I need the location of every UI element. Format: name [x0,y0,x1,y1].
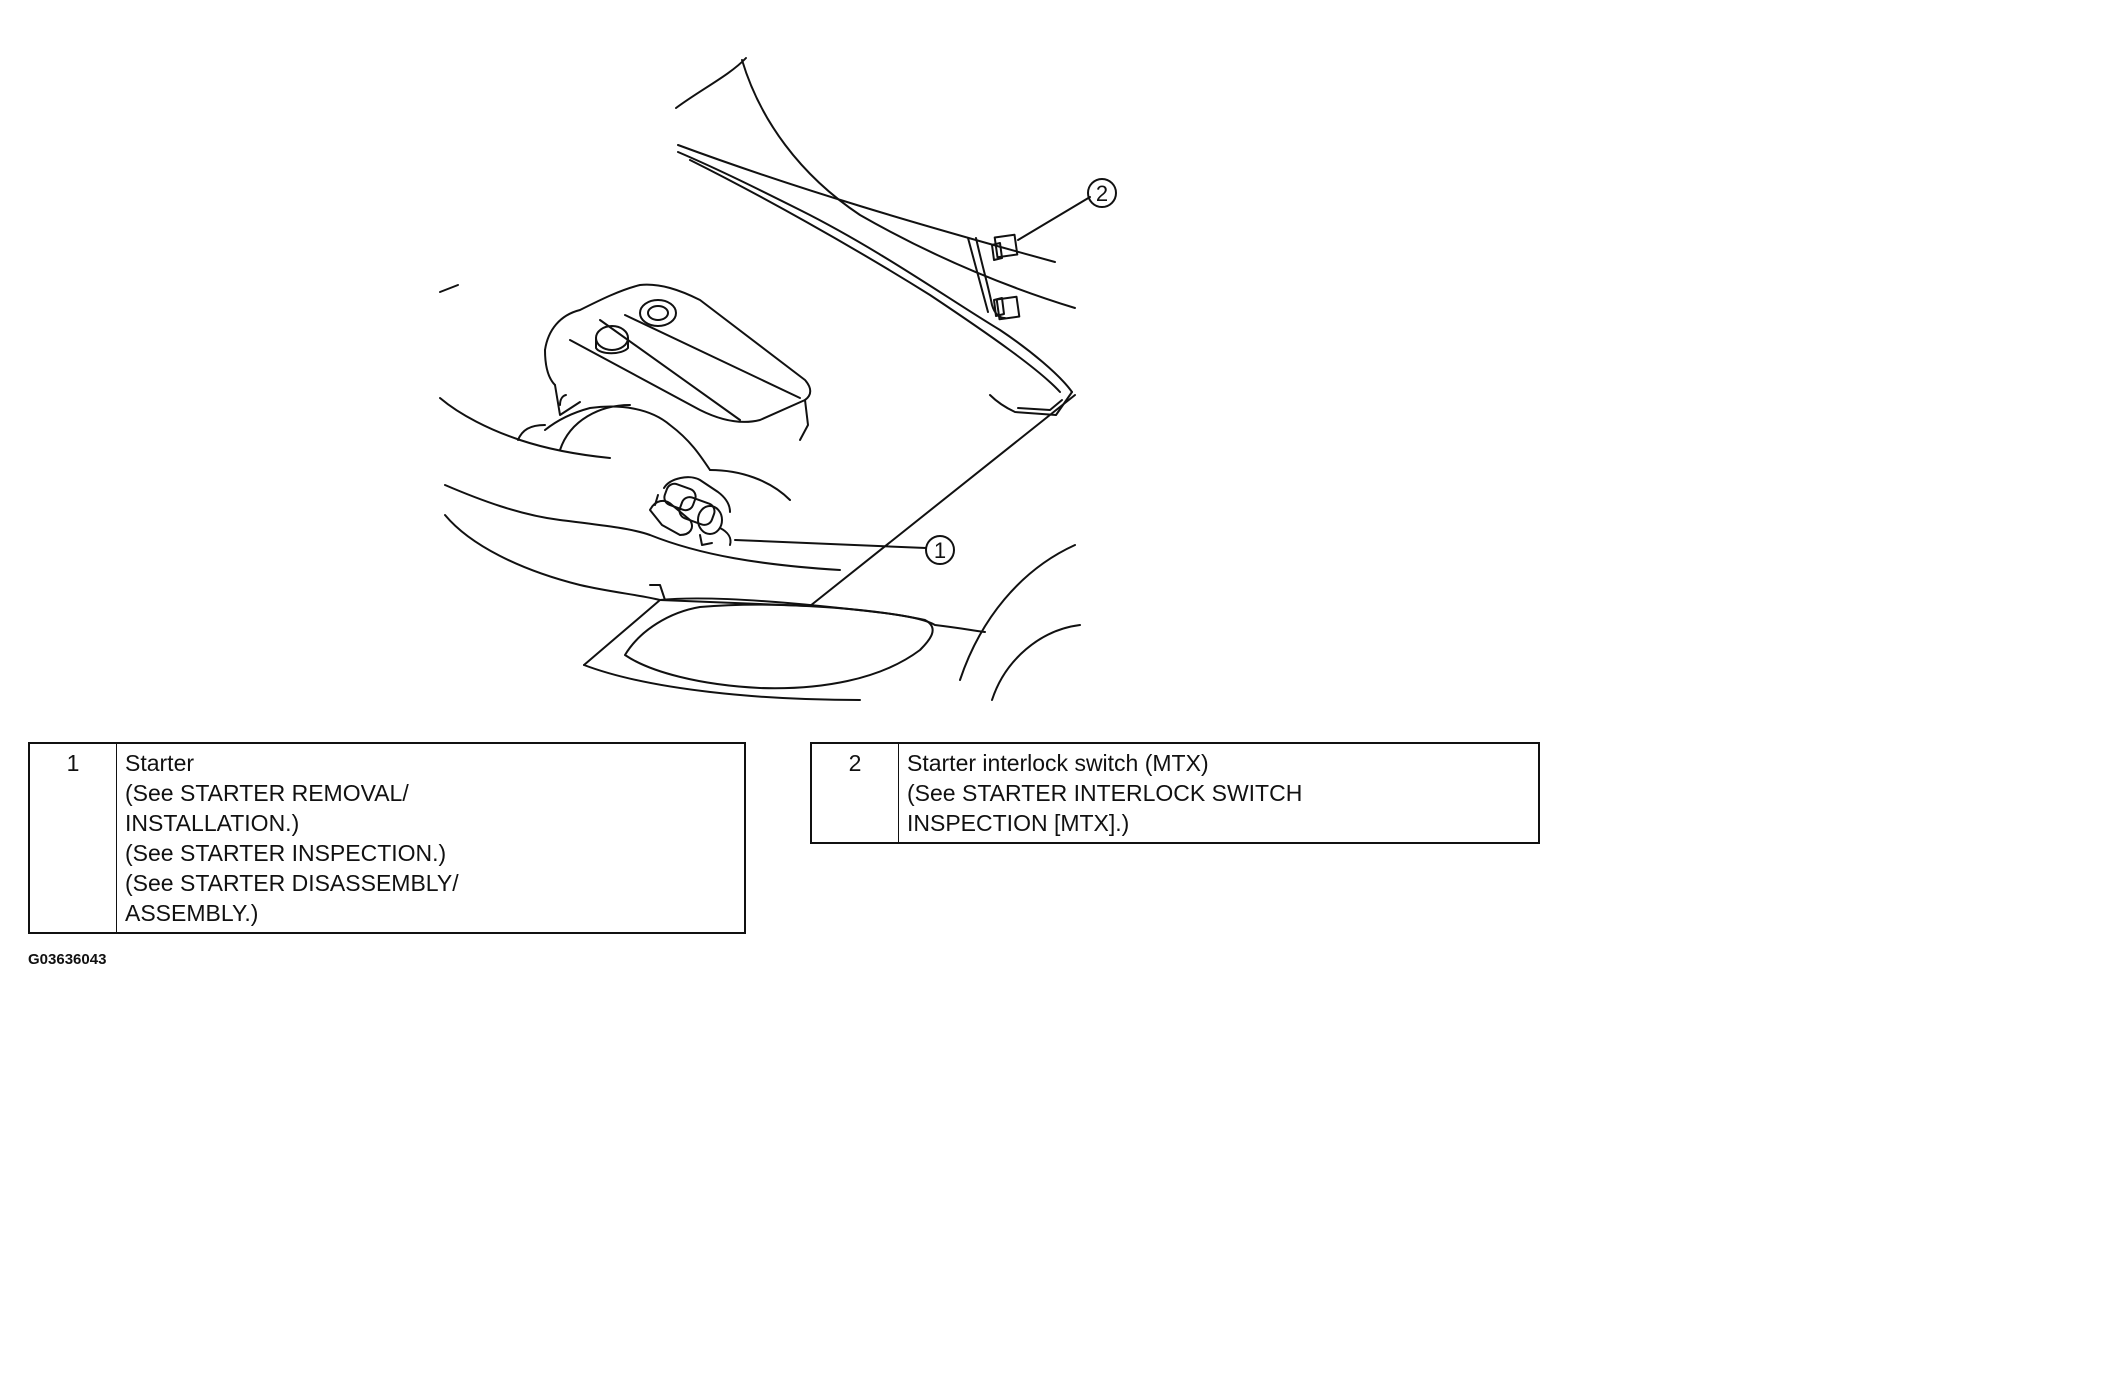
description-line: (See STARTER REMOVAL/ [125,780,409,806]
item-number: 2 [810,742,899,844]
description-line: Starter [125,750,195,776]
engine-block [439,284,791,501]
hood-outline [675,57,1076,607]
item-description: Starter interlock switch (MTX) (See STAR… [898,742,1540,844]
item-description: Starter (See STARTER REMOVAL/ INSTALLATI… [116,742,746,934]
headlamp [583,597,986,701]
callout-2-number: 2 [1096,181,1108,206]
description-line: INSPECTION [MTX].) [907,810,1130,836]
table-row: 1 Starter (See STARTER REMOVAL/ INSTALLA… [28,742,746,934]
figure-id: G03636043 [28,951,107,968]
description-line: Starter interlock switch (MTX) [907,750,1209,776]
table-row: 2 Starter interlock switch (MTX) (See ST… [810,742,1540,844]
interlock-switch [967,196,1091,321]
description-line: (See STARTER INTERLOCK SWITCH [907,780,1303,806]
fender-bumper [444,484,841,607]
description-line: (See STARTER DISASSEMBLY/ [125,870,459,896]
reference-table-interlock-switch: 2 Starter interlock switch (MTX) (See ST… [810,742,1540,844]
engine-bay-illustration: 1 2 [439,57,1117,701]
description-line: ASSEMBLY.) [125,900,259,926]
callout-2: 2 [1087,178,1117,208]
description-line: (See STARTER INSPECTION.) [125,840,447,866]
starter-motor [649,476,927,549]
callout-1: 1 [925,535,955,565]
description-line: INSTALLATION.) [125,810,300,836]
item-number: 1 [28,742,117,934]
wheel-arch [959,544,1081,701]
callout-1-number: 1 [934,538,946,563]
reference-table-starter: 1 Starter (See STARTER REMOVAL/ INSTALLA… [28,742,746,934]
engine-cover [544,283,812,441]
